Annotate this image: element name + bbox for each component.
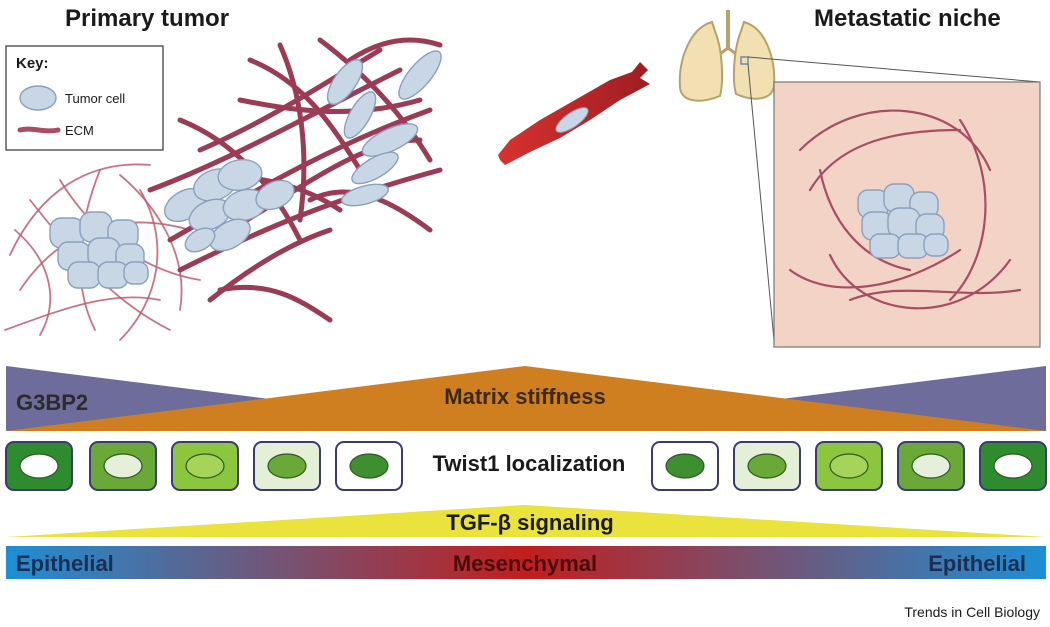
metastatic-niche-title: Metastatic niche	[814, 5, 1001, 32]
twist1-cell-8	[815, 441, 883, 491]
twist1-label: Twist1 localization	[433, 451, 626, 476]
tumor-cell-cluster-metastasis	[857, 183, 949, 259]
twist1-cell-nucleus	[665, 453, 705, 479]
tumor-cell-cluster-invading	[164, 159, 295, 253]
twist1-cell-nucleus	[103, 453, 143, 479]
migrating-tumor-cells	[326, 50, 442, 207]
primary-tumor-illustration	[4, 37, 443, 341]
twist1-cell-6	[651, 441, 719, 491]
tgfb-band	[6, 505, 1046, 537]
twist1-cell-7	[733, 441, 801, 491]
twist1-cell-nucleus	[911, 453, 951, 479]
emt-gradient-band	[6, 546, 1046, 579]
primary-tumor-title: Primary tumor	[65, 5, 229, 32]
twist1-cell-nucleus	[829, 453, 869, 479]
tumor-cell-swatch	[19, 85, 57, 111]
twist1-cell-nucleus	[349, 453, 389, 479]
lungs-icon	[678, 10, 776, 102]
twist1-cell-row	[5, 441, 1047, 491]
epithelial-left-label: Epithelial	[16, 551, 114, 576]
circulating-cell-nucleus	[555, 107, 589, 133]
twist1-cell-1	[5, 441, 73, 491]
lung-left	[678, 20, 724, 102]
circulating-tumor-cell	[498, 62, 650, 165]
twist1-cell-nucleus	[993, 453, 1033, 479]
tumor-cell-cluster-primary	[49, 211, 149, 289]
journal-credit: Trends in Cell Biology	[904, 604, 1040, 620]
tgfb-label: TGF-β signaling	[446, 510, 613, 535]
twist1-cell-nucleus	[185, 453, 225, 479]
twist1-cell-nucleus	[19, 453, 59, 479]
mesenchymal-label: Mesenchymal	[453, 551, 597, 576]
twist1-cell-4	[253, 441, 321, 491]
twist1-cell-10	[979, 441, 1047, 491]
ecm-swatch	[17, 126, 61, 134]
twist1-cell-2	[89, 441, 157, 491]
lung-right	[732, 20, 776, 100]
epithelial-right-label: Epithelial	[928, 551, 1026, 576]
legend-title: Key:	[16, 55, 49, 72]
legend-tumor-cell-label: Tumor cell	[65, 91, 125, 106]
matrix-stiffness-band	[6, 366, 1046, 431]
legend-key: Key: Tumor cell ECM	[5, 45, 164, 151]
zoom-lines	[747, 56, 1041, 341]
twist1-cell-nucleus	[267, 453, 307, 479]
twist1-cell-9	[897, 441, 965, 491]
twist1-cell-nucleus	[747, 453, 787, 479]
twist1-cell-5	[335, 441, 403, 491]
metastatic-niche-box	[773, 81, 1041, 348]
lung-zoom-spot	[740, 56, 749, 65]
legend-ecm-label: ECM	[65, 123, 94, 138]
twist1-cell-3	[171, 441, 239, 491]
matrix-stiffness-label: Matrix stiffness	[444, 384, 605, 409]
g3bp2-label: G3BP2	[16, 390, 88, 415]
